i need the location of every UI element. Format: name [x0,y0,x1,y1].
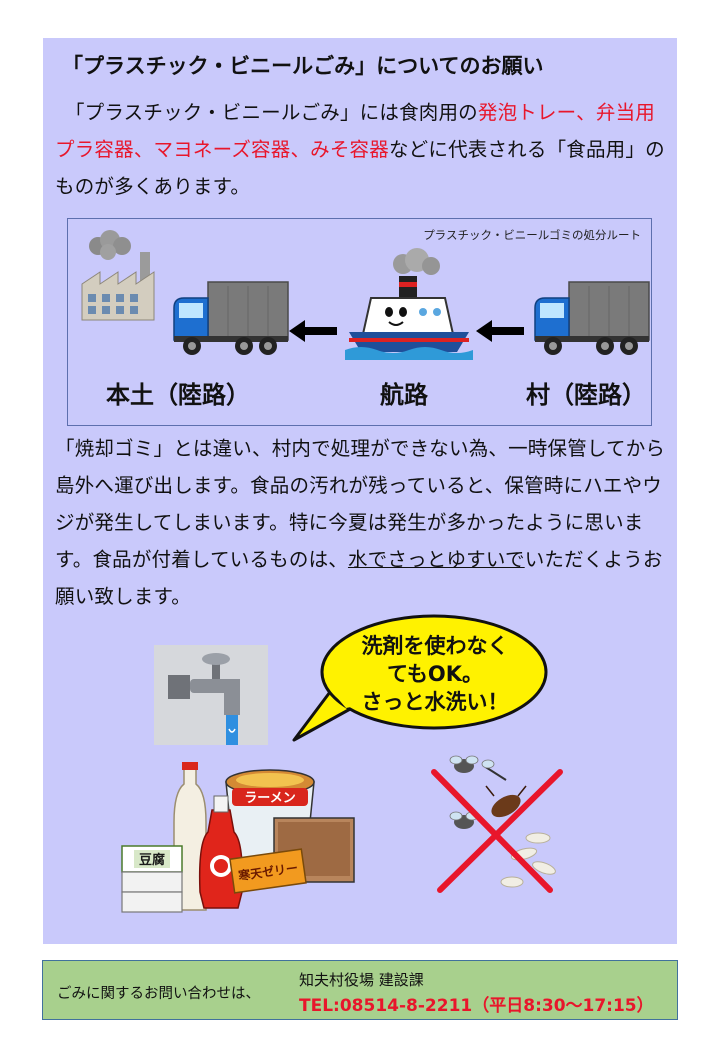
body-paragraph: 「焼却ゴミ」とは違い、村内で処理ができない為、一時保管してから島外へ運び出します… [55,437,666,608]
bubble-text: 洗剤を使わなく てもOK。 さっと水洗い！ [361,634,509,714]
ramen-label: ラーメン [244,791,295,806]
arrow-left-icon [476,320,524,342]
intro-paragraph: 「プラスチック・ビニールごみ」には食肉用の発泡トレー、弁当用プラ容器、マヨネーズ… [55,101,665,198]
truck-icon [534,281,650,355]
route-label-sea: 航路 [380,381,428,409]
item-bento-container: 弁当用プラ容器 [55,101,655,161]
contact-phone[interactable]: TEL:08514-8-2211（平日8:30〜17:15） [299,996,654,1016]
arrow-left-icon [289,320,337,342]
contact-lead: ごみに関するお問い合わせは、 [57,986,260,1002]
page-title: 「プラスチック・ビニールごみ」についてのお願い [62,54,544,78]
content-panel [43,38,677,944]
speech-bubble [292,614,548,742]
tofu-label: 豆腐 [139,852,165,868]
item-miso-container: みそ容器 [310,138,389,161]
faucet-icon [154,645,268,745]
ship-icon [345,248,473,360]
route-label-village: 村（陸路） [526,381,646,409]
contact-office: 知夫村役場 建設課 [299,971,424,989]
item-foam-tray: 発泡トレー、 [477,101,596,124]
contact-box: ごみに関するお問い合わせは、 知夫村役場 建設課 TEL:08514-8-221… [42,960,678,1020]
rinse-instruction: 水でさっとゆすいで [347,548,525,571]
truck-icon [173,281,289,355]
item-mayo-container: マヨネーズ容器 [153,138,291,161]
route-label-mainland: 本土（陸路） [106,381,250,409]
factory-icon [81,230,155,321]
no-insects-icon [431,755,563,893]
route-caption: プラスチック・ビニールゴミの処分ルート [423,228,641,242]
food-containers-icon: ラーメン 豆腐 寒天ゼリー [121,762,355,913]
disposal-route-diagram: プラスチック・ビニールゴミの処分ルート [67,218,652,426]
